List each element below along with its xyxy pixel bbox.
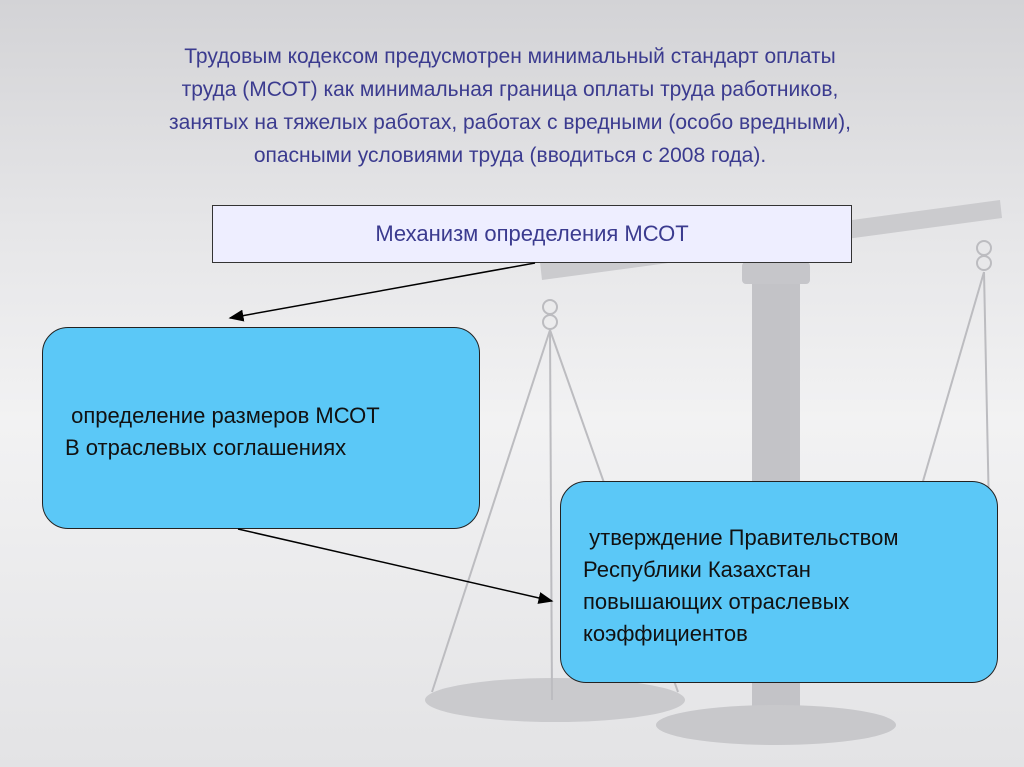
intro-line-3: занятых на тяжелых работах, работах с вр… bbox=[169, 111, 851, 134]
government-approval-line-2: Республики Казахстан bbox=[583, 557, 811, 582]
intro-line-4: опасными условиями труда (вводиться с 20… bbox=[253, 144, 767, 167]
industry-agreements-line-2: В отраслевых соглашениях bbox=[65, 435, 347, 460]
government-approval-line-1: утверждение Правительством bbox=[583, 525, 899, 550]
government-approval-line-4: коэффициентов bbox=[583, 621, 748, 646]
intro-line-2: труда (МСОТ) как минимальная граница опл… bbox=[181, 78, 839, 101]
industry-agreements-text: определение размеров МСОТ В отраслевых со… bbox=[65, 400, 380, 464]
intro-paragraph: Трудовым кодексом предусмотрен минимальн… bbox=[60, 40, 960, 172]
mechanism-title-box: Механизм определения МСОТ bbox=[212, 205, 852, 263]
mechanism-title: Механизм определения МСОТ bbox=[375, 221, 689, 246]
government-approval-line-3: повышающих отраслевых bbox=[583, 589, 850, 614]
industry-agreements-line-1: определение размеров МСОТ bbox=[65, 403, 380, 428]
industry-agreements-box: определение размеров МСОТ В отраслевых со… bbox=[42, 327, 480, 529]
intro-line-1: Трудовым кодексом предусмотрен минимальн… bbox=[184, 45, 836, 68]
